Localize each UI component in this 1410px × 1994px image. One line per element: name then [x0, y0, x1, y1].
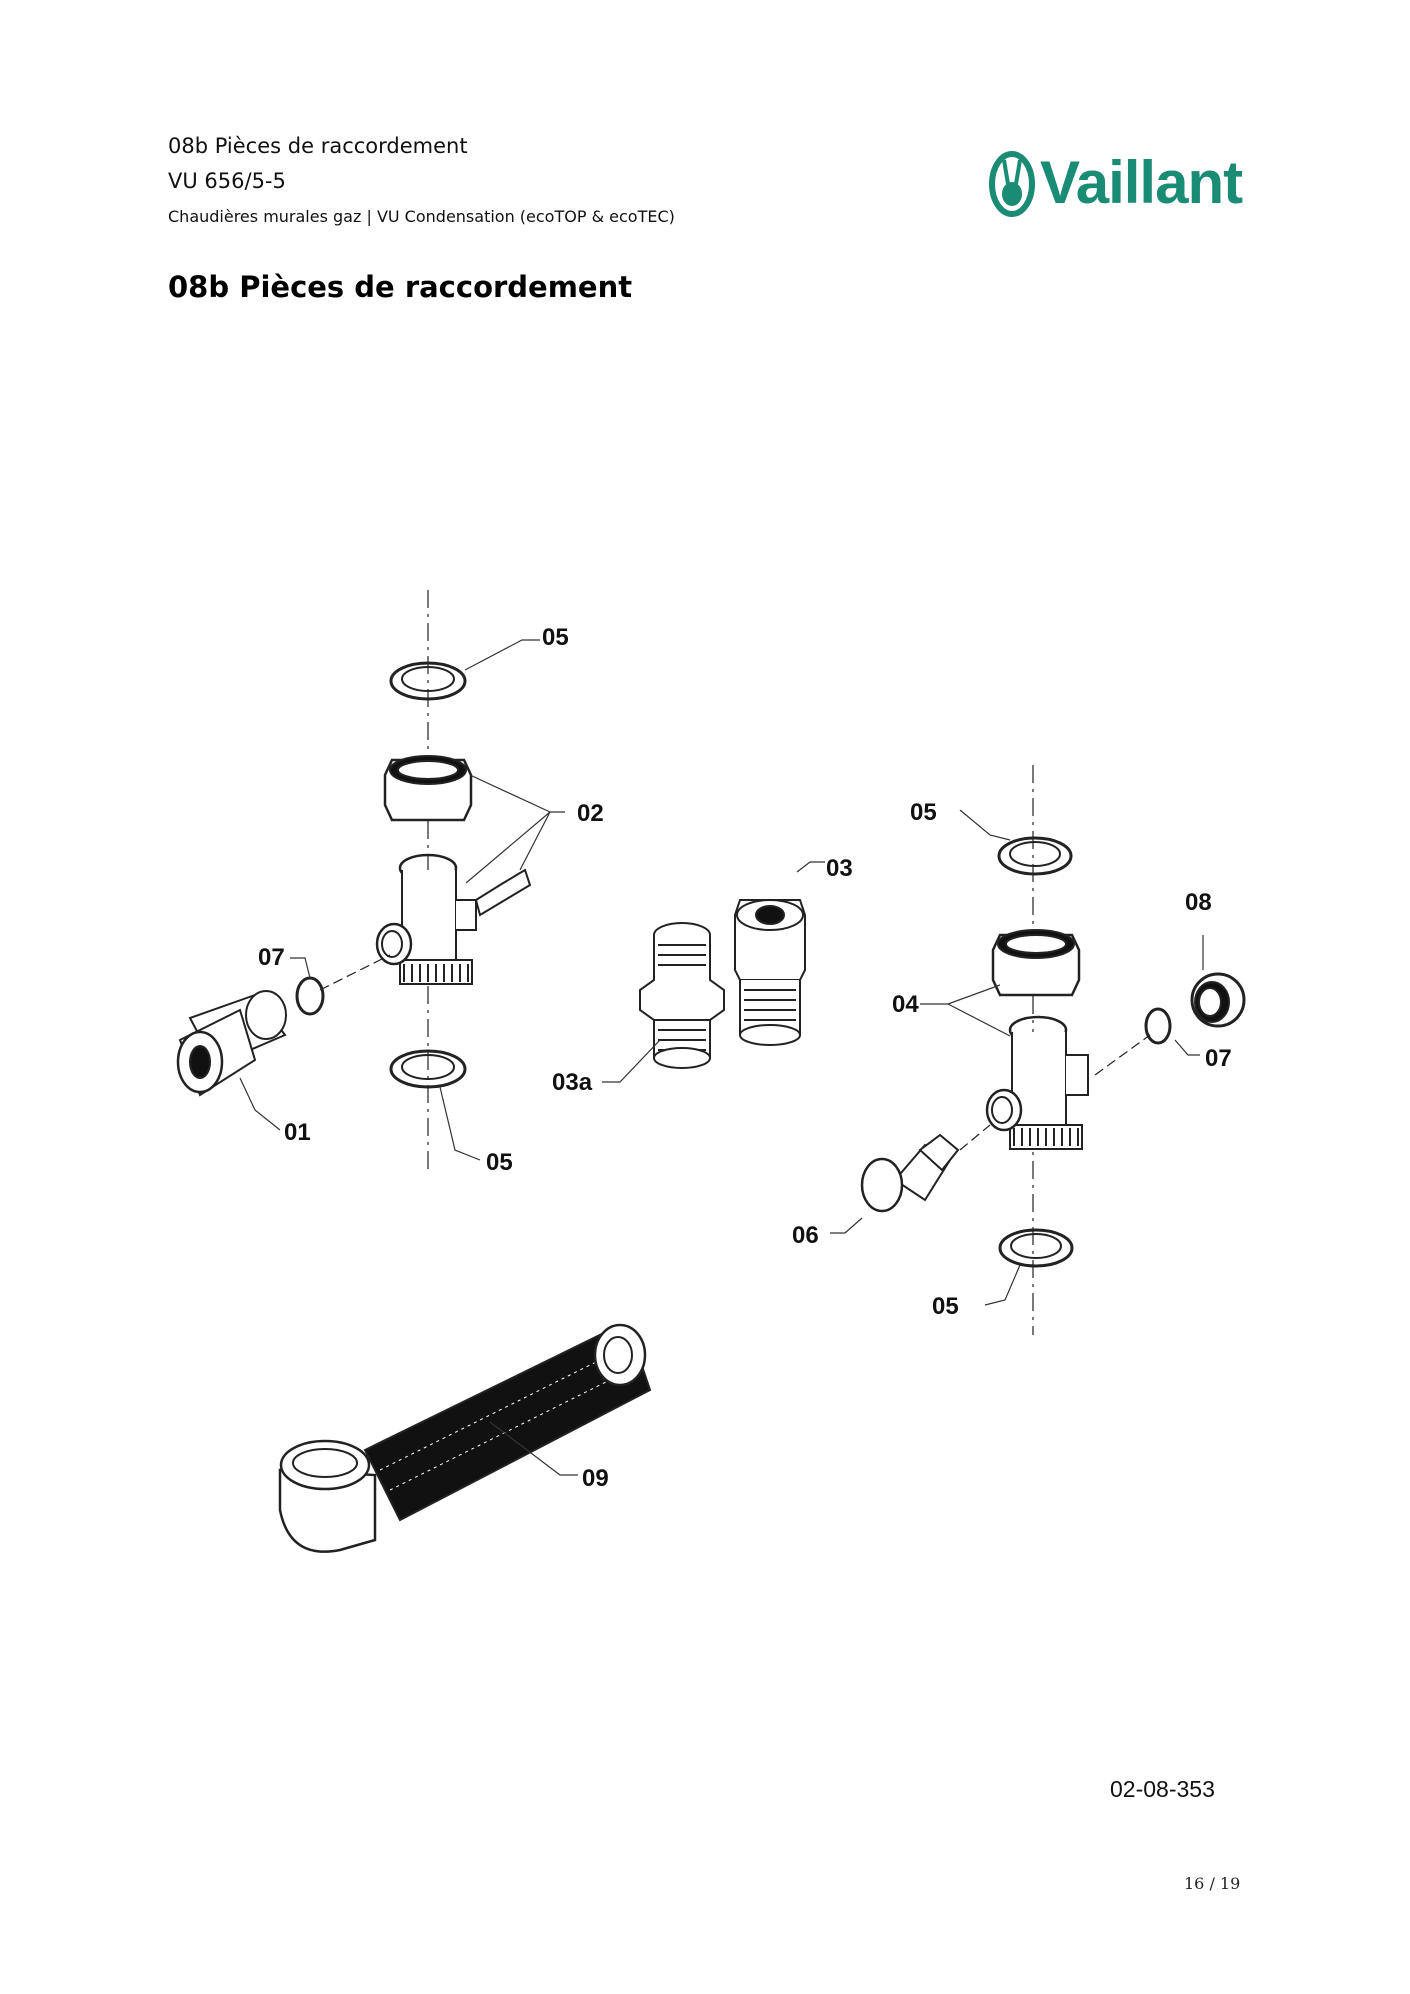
callout-04: 04: [892, 991, 919, 1018]
washer-05-bottom-left: [389, 1049, 467, 1089]
valve-01: [176, 990, 287, 1097]
callout-06: 06: [792, 1222, 819, 1249]
callout-08: 08: [1185, 889, 1212, 916]
callout-05-bottom-left: 05: [486, 1149, 513, 1176]
flexible-hose-09: [278, 1323, 652, 1553]
callout-05-top: 05: [542, 624, 569, 651]
seal-ring-07-left: [295, 954, 391, 1016]
callout-09: 09: [582, 1465, 609, 1492]
model-number: VU 656/5-5: [168, 169, 286, 193]
washer-05-top: [389, 661, 467, 701]
callout-05-bottom-right: 05: [932, 1293, 959, 1320]
callout-05-top-right: 05: [910, 799, 937, 826]
hare-icon: [989, 151, 1035, 217]
washer-05-top-right: [997, 836, 1073, 876]
leader-lines: [239, 639, 1204, 1476]
callout-02: 02: [577, 800, 604, 827]
page-number: 16 / 19: [1184, 1874, 1241, 1893]
callout-01: 01: [284, 1119, 311, 1146]
washer-05-bottom-right: [998, 1228, 1074, 1268]
seal-ring-07-right: [1094, 1007, 1172, 1076]
fitting-03: [734, 899, 806, 1046]
callout-07-right: 07: [1205, 1045, 1232, 1072]
callout-03: 03: [826, 855, 853, 882]
callout-07-left: 07: [258, 944, 285, 971]
product-category: Chaudières murales gaz | VU Condensation…: [168, 207, 675, 226]
cap-08: [1190, 972, 1246, 1028]
callout-03a: 03a: [552, 1069, 593, 1096]
tee-fitting-04: [985, 1015, 1089, 1150]
tee-fitting-02: [375, 853, 532, 985]
section-title: 08b Pièces de raccordement: [168, 134, 468, 158]
nipple-03a: [639, 922, 725, 1069]
union-nut-04: [991, 929, 1081, 997]
drawing-reference: 02-08-353: [1110, 1776, 1215, 1802]
brand-logo-text: Vaillant: [1040, 149, 1243, 216]
page-title: 08b Pièces de raccordement: [168, 270, 633, 304]
drain-valve-06: [860, 1124, 991, 1213]
union-nut-02: [383, 755, 473, 822]
